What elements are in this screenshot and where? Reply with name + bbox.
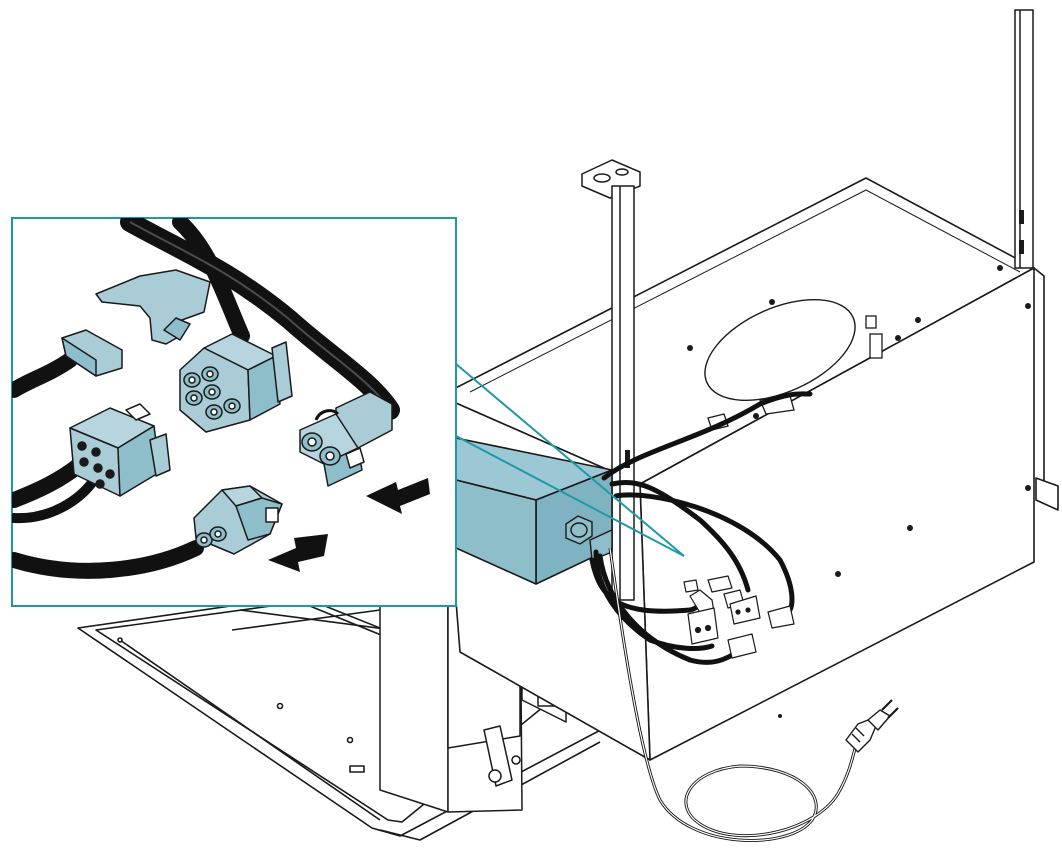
connectors-small <box>683 575 795 659</box>
detail-cables <box>12 218 400 579</box>
detail-connector-cap <box>95 269 211 345</box>
detail-connector-end <box>61 329 123 377</box>
power-cord-inner <box>609 547 859 842</box>
power-plug-icon <box>845 699 899 753</box>
detail-callout <box>11 217 457 607</box>
vertical-post-right <box>1014 9 1034 269</box>
main-cables <box>589 391 813 665</box>
arrow-right-icon <box>268 534 328 572</box>
detail-connector-6pin <box>179 333 293 433</box>
detail-connector-mated <box>299 391 393 487</box>
ventilation-opening <box>704 298 856 402</box>
cable-gland <box>565 515 613 561</box>
zoom-leader-lines <box>455 363 685 557</box>
detail-connector-bottom <box>193 485 283 555</box>
arrow-left-icon <box>366 478 430 514</box>
detail-connector-block <box>69 403 171 497</box>
housing-screws <box>687 265 1031 718</box>
